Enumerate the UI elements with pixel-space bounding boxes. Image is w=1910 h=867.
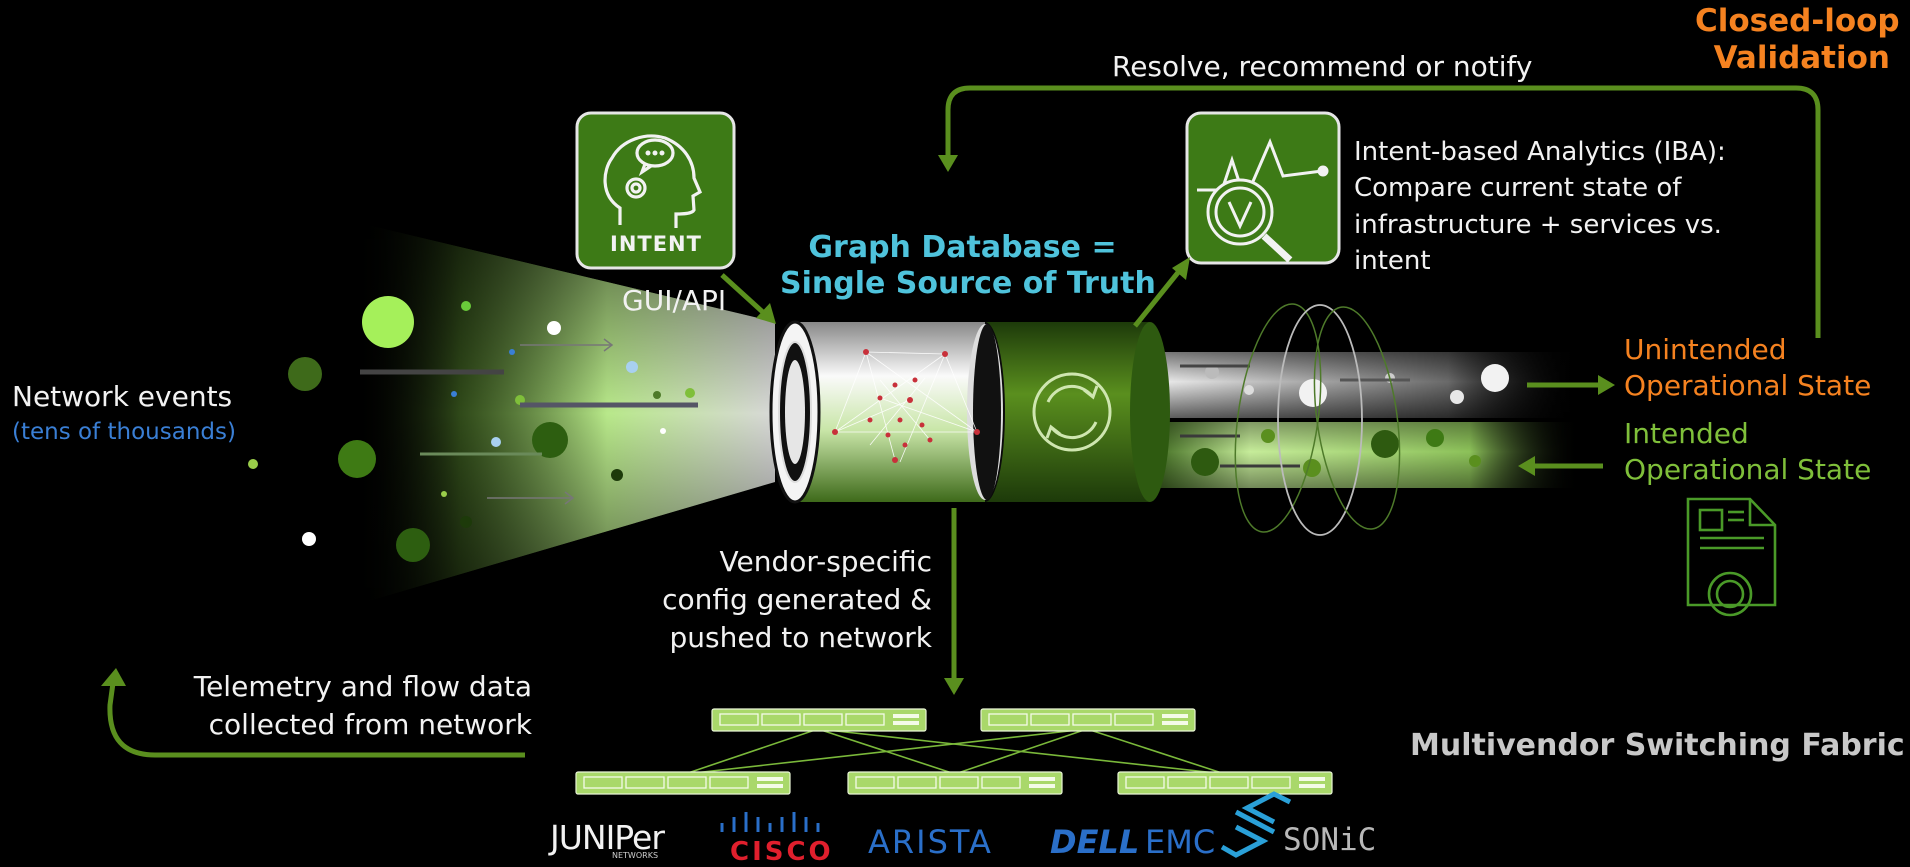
intended-line1: Intended: [1624, 417, 1749, 450]
event-dot: [441, 491, 447, 497]
swirl-ring: [1277, 304, 1363, 536]
telemetry-line1: Telemetry and flow data: [193, 670, 532, 703]
event-dot: [509, 349, 515, 355]
event-dot: [460, 516, 472, 528]
juniper-logo: JUNIPer: [550, 818, 665, 857]
event-dot: [451, 391, 457, 397]
event-dot: [626, 361, 638, 373]
closed-loop-title: Closed-loop Validation: [1695, 3, 1900, 76]
graph-db-line2: Single Source of Truth: [780, 266, 1156, 301]
event-dot: [288, 357, 322, 391]
vendor-config-line3: pushed to network: [669, 620, 932, 654]
telemetry-label: Telemetry and flow data collected from n…: [170, 668, 532, 744]
network-events-subtitle: (tens of thousands): [12, 419, 236, 445]
event-dot: [685, 388, 695, 398]
swirl-ring: [1313, 306, 1401, 530]
intent-label: INTENT: [610, 232, 702, 256]
event-dot: [653, 391, 661, 399]
unintended-line1: Unintended: [1624, 333, 1787, 366]
cisco-bars: [720, 812, 820, 832]
iba-line3: infrastructure + services vs.: [1354, 209, 1722, 240]
cisco-logo: CISCO: [730, 837, 834, 867]
event-dot: [362, 296, 414, 348]
event-dot: [547, 321, 561, 335]
intended-state-label: Intended Operational State: [1624, 416, 1871, 489]
analytics-magnifier-icon: [1197, 138, 1329, 263]
graph-db-line1: Graph Database =: [808, 230, 1117, 265]
arista-logo: ARISTA: [868, 823, 993, 861]
event-dot: [660, 428, 666, 434]
vendor-config-line2: config generated &: [662, 582, 932, 616]
graph-db-title: Graph Database = Single Source of Truth: [780, 230, 1156, 302]
graph-network-icon: [834, 351, 978, 463]
sonic-logo: SONiC: [1283, 822, 1377, 858]
closed-loop-line2: Validation: [1713, 39, 1890, 76]
switch-boxes: [575, 708, 1333, 795]
event-dot: [611, 469, 623, 481]
iba-line4: intent: [1354, 246, 1431, 277]
iba-line2: Compare current state of: [1354, 173, 1682, 204]
closed-loop-line1: Closed-loop: [1695, 3, 1900, 39]
switch-fabric-links: [684, 728, 1226, 775]
document-gear-icon: [1686, 497, 1777, 617]
iba-line1: Intent-based Analytics (IBA):: [1354, 137, 1726, 167]
event-dot: [491, 437, 501, 447]
to-iba-arrow: [1133, 268, 1182, 328]
iba-description: Intent-based Analytics (IBA): Compare cu…: [1354, 134, 1726, 280]
fabric-label: Multivendor Switching Fabric: [1410, 728, 1905, 763]
juniper-networks-sub: NETWORKS: [612, 851, 659, 860]
vendor-config-line1: Vendor-specific: [719, 545, 932, 578]
unintended-state-label: Unintended Operational State: [1624, 332, 1871, 405]
sync-icon: [1032, 372, 1112, 452]
unintended-line2: Operational State: [1624, 369, 1872, 403]
intended-line2: Operational State: [1624, 453, 1872, 487]
head-speech-icon: [603, 134, 703, 228]
event-dot: [248, 459, 258, 469]
event-dot: [532, 422, 568, 458]
network-events-title: Network events: [12, 380, 233, 413]
dell-logo: DELL: [1050, 823, 1140, 861]
event-dot: [302, 532, 316, 546]
closed-loop-arrow: [945, 85, 1821, 338]
resolve-label: Resolve, recommend or notify: [1112, 50, 1533, 83]
gui-api-label: GUI/API: [622, 284, 727, 317]
gui-api-arrow: [720, 273, 768, 317]
emc-logo: EMC: [1145, 823, 1216, 861]
telemetry-arrow: [107, 682, 525, 758]
event-dot: [461, 301, 471, 311]
event-dot: [338, 440, 376, 478]
event-dot: [396, 528, 430, 562]
telemetry-line2: collected from network: [208, 707, 532, 741]
sonic-mark: [1220, 791, 1292, 858]
vendor-config-label: Vendor-specific config generated & pushe…: [640, 543, 932, 656]
